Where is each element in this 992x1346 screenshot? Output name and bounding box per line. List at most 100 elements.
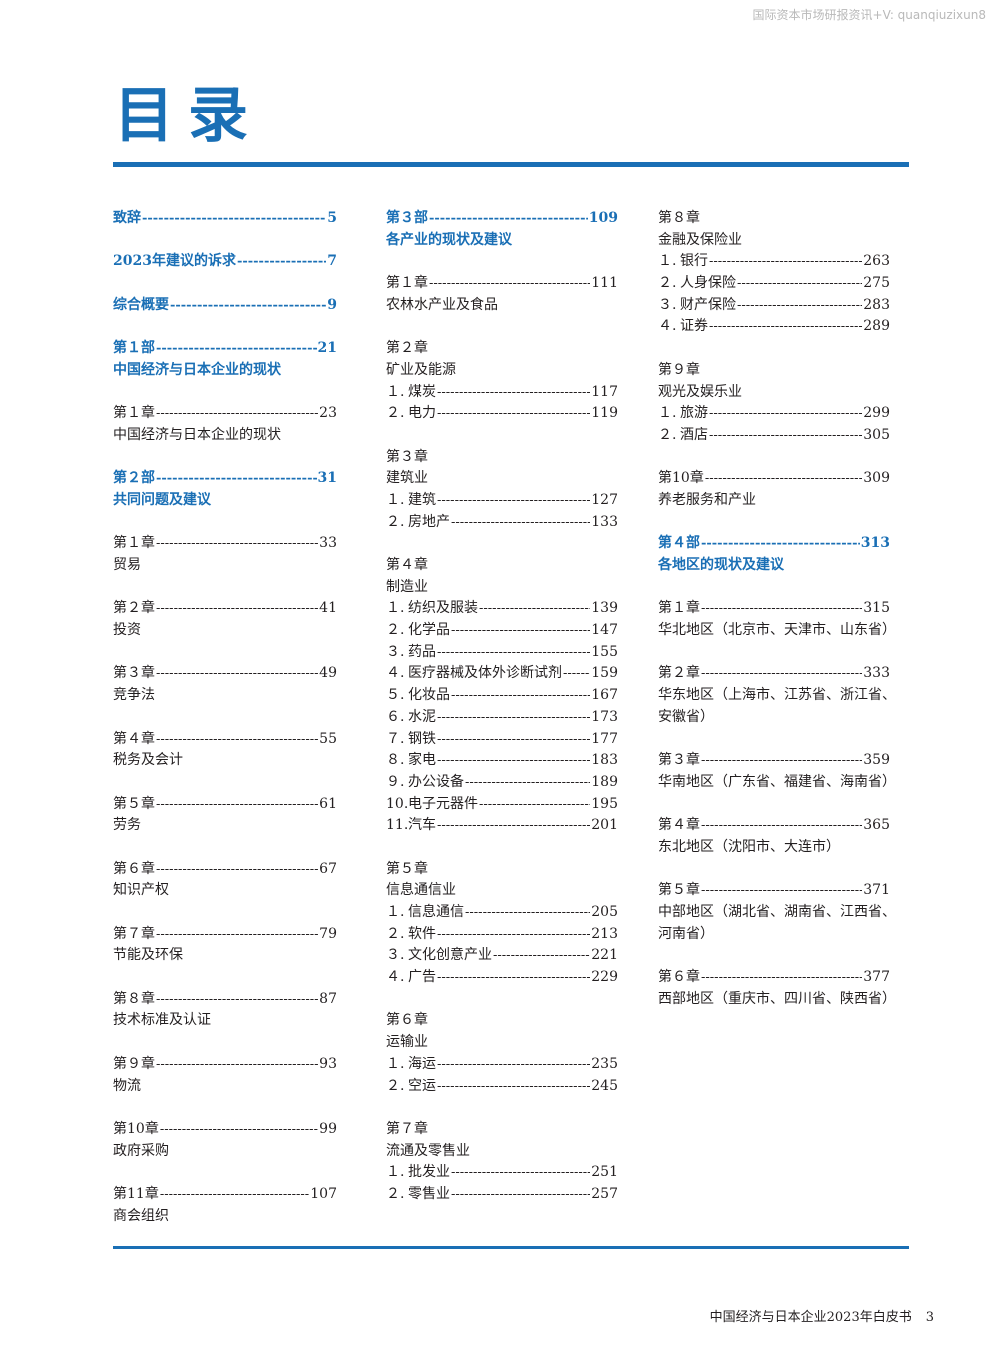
toc-heading: 华东地区（上海市、江苏省、浙江省、 [658,687,896,704]
toc-entry[interactable]: １.批发业251 [386,1162,618,1184]
toc-entry-label: 第２部 [113,468,155,490]
toc-entry[interactable]: １.建筑127 [386,490,618,512]
toc-entry[interactable]: 第１章23 [113,403,337,425]
toc-entry-number: ２. [658,426,677,443]
toc-entry[interactable]: 第６章377 [658,967,890,989]
toc-entry[interactable]: 第10章309 [658,468,890,490]
toc-entry[interactable]: ４.医疗器械及体外诊断试剂159 [386,663,618,685]
toc-entry[interactable]: １.旅游299 [658,403,890,425]
toc-entry[interactable]: 第11章107 [113,1184,337,1206]
toc-page-number: 275 [863,275,890,292]
toc-entry-label: 第２章 [658,663,700,685]
toc-entry[interactable]: 第１章33 [113,533,337,555]
toc-entry[interactable]: 第10章99 [113,1119,337,1141]
toc-entry[interactable]: ２.酒店305 [658,425,890,447]
toc-entry[interactable]: 第２章333 [658,663,890,685]
toc-entry-number: ９. [386,773,405,790]
footer-title: 中国经济与日本企业2023年白皮书 [709,1310,912,1325]
toc-entry[interactable]: ２.电力119 [386,403,618,425]
toc-heading: 第７章 [386,1120,428,1137]
toc-entry-label: ４.广告 [386,967,436,989]
toc-entry[interactable]: 第７章79 [113,924,337,946]
toc-entry[interactable]: 第１部21 [113,338,337,360]
toc-leader-dashes [156,468,317,490]
toc-entry-text: 人身保险 [680,275,736,292]
toc-entry-number: ２. [386,622,405,639]
toc-entry-label: 第11章 [113,1184,159,1206]
toc-entry[interactable]: 第３部109 [386,208,618,230]
toc-entry[interactable]: 第５章371 [658,880,890,902]
toc-entry[interactable]: １.银行263 [658,251,890,273]
toc-entry-number: ２. [658,275,677,292]
toc-leader-dashes [142,208,326,230]
toc-entry[interactable]: 第１章111 [386,273,618,295]
toc-entry[interactable]: 第１章315 [658,598,890,620]
toc-entry[interactable]: １.煤炭117 [386,382,618,404]
toc-entry[interactable]: ２.零售业257 [386,1184,618,1206]
toc-entry-text: 证券 [680,318,708,335]
toc-entry[interactable]: 第４章365 [658,815,890,837]
toc-entry[interactable]: 致辞5 [113,208,337,230]
toc-entry[interactable]: 第２章41 [113,598,337,620]
toc-entry[interactable]: ２.房地产133 [386,512,618,534]
toc-entry[interactable]: ８.家电183 [386,750,618,772]
toc-entry[interactable]: ６.水泥173 [386,707,618,729]
toc-heading: 政府采购 [113,1142,169,1159]
toc-entry-text: 煤炭 [408,383,436,400]
toc-entry[interactable]: １.纺织及服装139 [386,598,618,620]
toc-entry[interactable]: ７.钢铁177 [386,729,618,751]
toc-entry-text: 信息通信 [408,904,464,920]
toc-leader-dashes [156,859,318,881]
toc-entry[interactable]: ４.证券289 [658,316,890,338]
toc-entry-number: １. [386,1055,405,1072]
toc-entry[interactable]: ３.药品155 [386,642,618,664]
toc-entry[interactable]: ５.化妆品167 [386,685,618,707]
toc-entry[interactable]: 第４部313 [658,533,890,555]
toc-entry[interactable]: ２.软件 213 [386,924,618,946]
spacer [113,1162,337,1184]
toc-entry-number: ２. [386,405,405,422]
toc-page-number: 305 [863,426,890,443]
toc-entry-label: 第７章 [113,924,155,946]
toc-entry[interactable]: １.海运235 [386,1054,618,1076]
toc-entry[interactable]: 第８章87 [113,989,337,1011]
toc-entry[interactable]: 10.电子元器件195 [386,794,618,816]
toc-entry[interactable]: 第９章93 [113,1054,337,1076]
toc-entry[interactable]: 第２部31 [113,468,337,490]
toc-entry[interactable]: １.信息通信205 [386,902,618,924]
toc-column-3: 第８章金融及保险业１.银行263２.人身保险275３.财产保险283４.证券28… [658,208,896,1010]
toc-entry[interactable]: ４.广告229 [386,967,618,989]
toc-entry-label: 第１章 [386,273,428,295]
spacer [113,316,337,338]
toc-entry[interactable]: ３.文化创意产业221 [386,945,618,967]
toc-entry[interactable]: 第６章67 [113,859,337,881]
toc-entry-text: 第２章 [658,665,700,682]
toc-entry-label: ２.软件 [386,924,436,946]
toc-entry[interactable]: 综合概要9 [113,295,337,317]
toc-page-number: 213 [591,925,618,942]
toc-leader-dashes [437,707,590,729]
toc-entry-label: 第10章 [658,468,704,490]
toc-entry[interactable]: ２.化学品147 [386,620,618,642]
toc-entry-number: 10. [386,795,409,812]
toc-entry[interactable]: 2023年建议的诉求7 [113,251,337,273]
toc-entry-number: ２. [386,1185,405,1202]
toc-entry[interactable]: ９.办公设备189 [386,772,618,794]
toc-entry-text: 医疗器械及体外诊断试剂 [408,665,562,682]
toc-entry[interactable]: 第５章61 [113,794,337,816]
toc-entry[interactable]: ２.人身保险 275 [658,273,890,295]
toc-entry[interactable]: 第４章55 [113,729,337,751]
toc-entry-label: ４.证券 [658,316,708,338]
toc-leader-dashes [737,273,862,295]
toc-entry-number: １. [386,491,405,508]
toc-entry-text: 第５章 [113,795,155,812]
spacer [113,273,337,295]
toc-entry-label: １.旅游 [658,403,708,425]
toc-entry[interactable]: 11.汽车201 [386,815,618,837]
toc-entry-text: 办公设备 [408,773,464,790]
toc-entry[interactable]: ３.财产保险283 [658,295,890,317]
toc-entry[interactable]: ２.空运245 [386,1076,618,1098]
toc-entry[interactable]: 第３章359 [658,750,890,772]
toc-page-number: 167 [591,687,618,704]
toc-entry[interactable]: 第３章49 [113,663,337,685]
